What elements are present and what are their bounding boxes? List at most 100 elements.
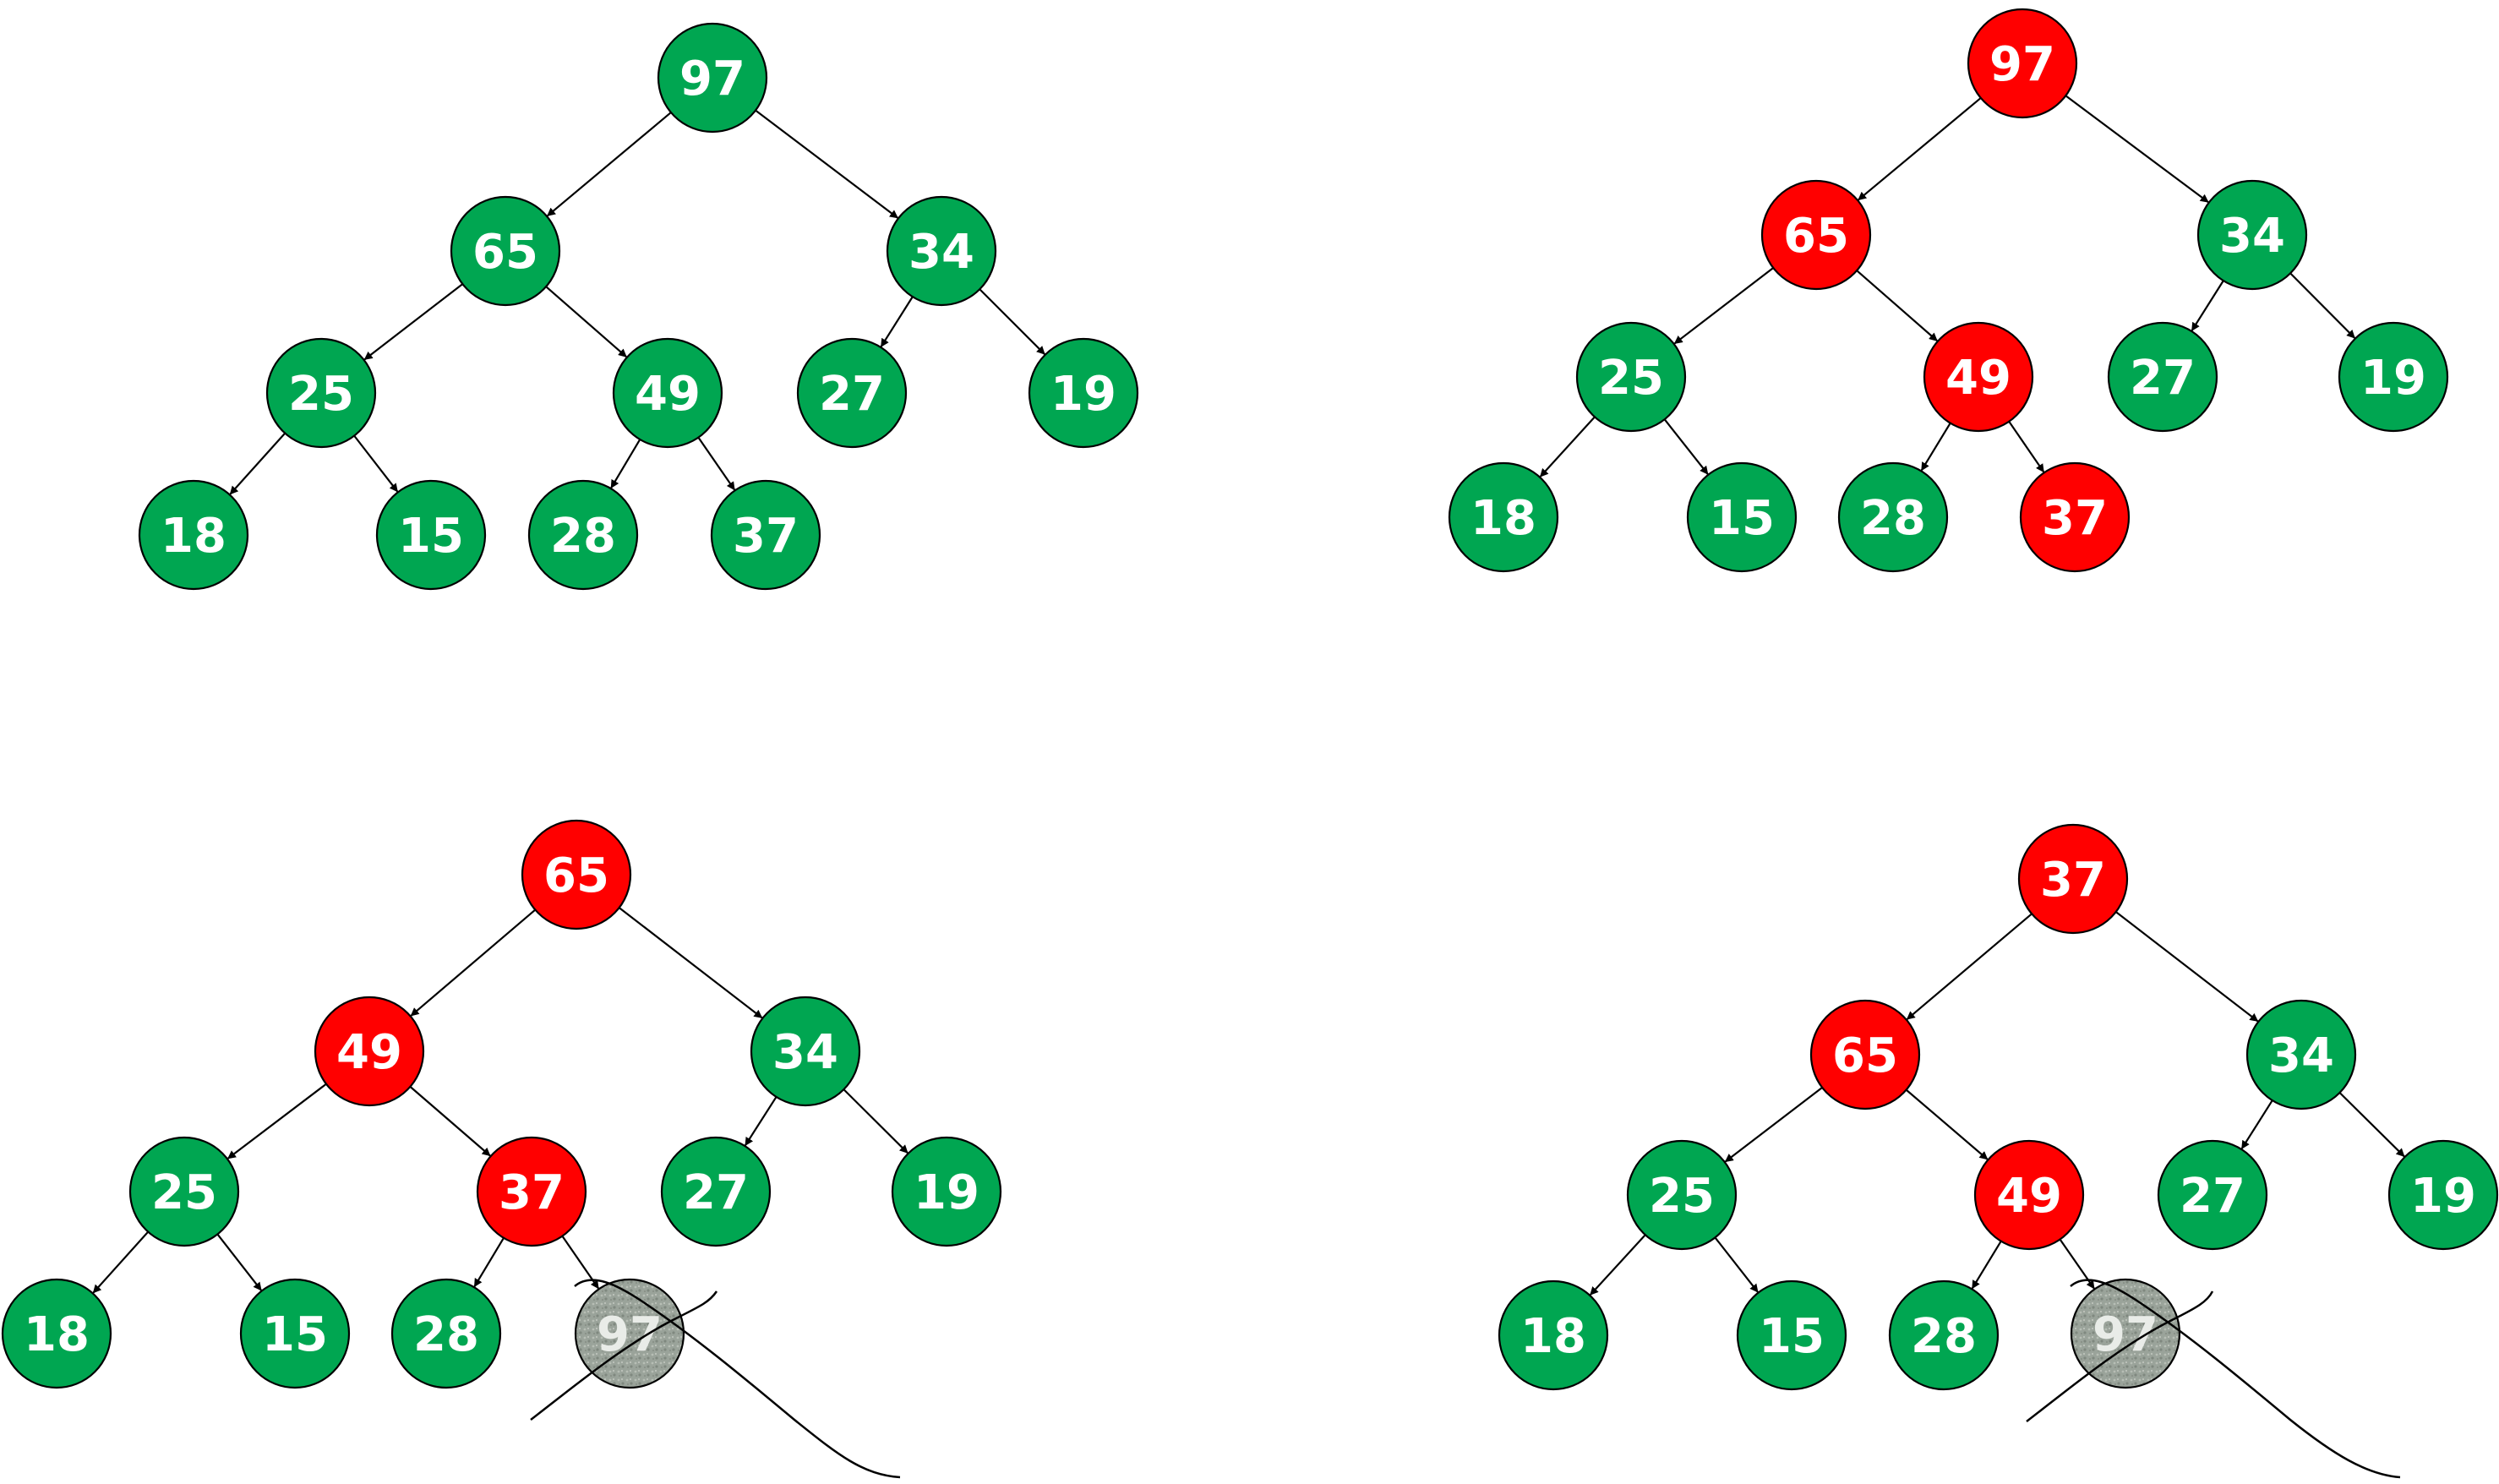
node-37: 37: [2019, 461, 2131, 573]
node-label: 18: [1520, 1309, 1586, 1364]
node-label: 18: [24, 1307, 90, 1362]
node-label: 19: [2360, 351, 2426, 406]
node-circle: [239, 1278, 351, 1389]
node-37: 37: [710, 479, 821, 591]
node-label: 27: [683, 1165, 749, 1220]
node-circle: [2070, 1278, 2181, 1389]
node-label: 65: [1832, 1028, 1898, 1083]
node-circle: [2196, 179, 2308, 291]
edge-97-to-65: [547, 112, 672, 217]
node-circle: [527, 479, 639, 591]
edge-97-to-65: [1858, 97, 1982, 201]
node-label: 27: [819, 367, 885, 422]
edge-97-to-34: [2065, 95, 2209, 204]
node-label: 97: [679, 52, 745, 106]
node-circle: [128, 1136, 240, 1247]
node-circle: [1760, 179, 1872, 291]
edge-25-to-15: [1663, 418, 1709, 475]
edge-37-to-34: [2115, 911, 2259, 1023]
node-circle: [2107, 321, 2218, 433]
node-circle: [710, 479, 821, 591]
node-circle: [2017, 823, 2129, 935]
edge-25-to-15: [1714, 1236, 1759, 1293]
node-19: 19: [891, 1136, 1002, 1247]
node-97: 97: [657, 22, 768, 134]
node-circle: [390, 1278, 502, 1389]
node-circle: [1973, 1139, 2085, 1251]
node-circle: [1575, 321, 1687, 433]
edge-37-to-28: [473, 1237, 505, 1288]
edge-65-to-49: [545, 286, 627, 358]
node-28: 28: [1837, 461, 1949, 573]
node-18: 18: [1498, 1279, 1609, 1391]
node-circle: [521, 819, 632, 930]
node-label: 49: [635, 367, 701, 422]
node-label: 28: [1911, 1309, 1977, 1364]
node-label: 19: [914, 1165, 979, 1220]
node-label: 34: [2219, 209, 2285, 264]
node-label: 15: [398, 509, 464, 564]
node-19: 19: [2338, 321, 2449, 433]
edge-34-to-27: [2240, 1099, 2273, 1149]
edge-34-to-19: [2338, 1092, 2405, 1158]
node-circle: [138, 479, 249, 591]
node-circle: [1923, 321, 2034, 433]
node-circle: [1448, 461, 1559, 573]
node-label: 37: [2040, 853, 2106, 908]
cross-out-stroke: [574, 1279, 901, 1479]
node-label: 28: [1860, 491, 1926, 546]
node-circle: [796, 337, 908, 449]
node-34: 34: [750, 996, 861, 1107]
edge-34-to-27: [880, 296, 914, 347]
edge-25-to-18: [229, 432, 286, 495]
node-34: 34: [2245, 999, 2357, 1110]
node-97-removed: 97: [2070, 1278, 2181, 1389]
node-label: 65: [543, 848, 609, 903]
node-25: 25: [128, 1136, 240, 1247]
node-circle: [1888, 1279, 2000, 1391]
node-65: 65: [521, 819, 632, 930]
node-97-removed: 97: [574, 1278, 685, 1389]
edge-25-to-18: [1590, 1234, 1646, 1296]
node-circle: [1809, 999, 1921, 1110]
node-label: 28: [550, 509, 616, 564]
node-49: 49: [1973, 1139, 2085, 1251]
node-label: 34: [2268, 1028, 2334, 1083]
edge-65-to-34: [619, 907, 763, 1019]
edge-49-to-37: [409, 1086, 491, 1157]
node-circle: [891, 1136, 1002, 1247]
edge-25-to-18: [1539, 416, 1596, 477]
node-circle: [1498, 1279, 1609, 1391]
edge-25-to-18: [92, 1230, 150, 1294]
node-circle: [2157, 1139, 2268, 1251]
node-25: 25: [1626, 1139, 1738, 1251]
node-label: 34: [908, 225, 974, 280]
node-circle: [2387, 1139, 2499, 1251]
cross-out-stroke: [530, 1290, 718, 1421]
node-circle: [1626, 1139, 1738, 1251]
node-label: 37: [499, 1165, 565, 1220]
node-label: 97: [2093, 1307, 2158, 1362]
node-28: 28: [1888, 1279, 2000, 1391]
node-label: 49: [336, 1025, 402, 1080]
edge-34-to-27: [745, 1096, 778, 1147]
node-label: 15: [1759, 1309, 1825, 1364]
node-19: 19: [2387, 1139, 2499, 1251]
edge-49-to-28: [1971, 1241, 2002, 1290]
node-27: 27: [660, 1136, 772, 1247]
cross-out-stroke: [2026, 1290, 2214, 1422]
node-18: 18: [1, 1278, 112, 1389]
node-label: 65: [472, 225, 538, 280]
node-circle: [2338, 321, 2449, 433]
node-circle: [265, 337, 377, 449]
edge-49-to-25: [227, 1083, 327, 1159]
node-circle: [2019, 461, 2131, 573]
edge-49-to-37: [697, 437, 735, 491]
node-label: 25: [1598, 351, 1664, 406]
node-19: 19: [1028, 337, 1139, 449]
node-label: 19: [2410, 1169, 2476, 1224]
node-label: 37: [733, 509, 799, 564]
